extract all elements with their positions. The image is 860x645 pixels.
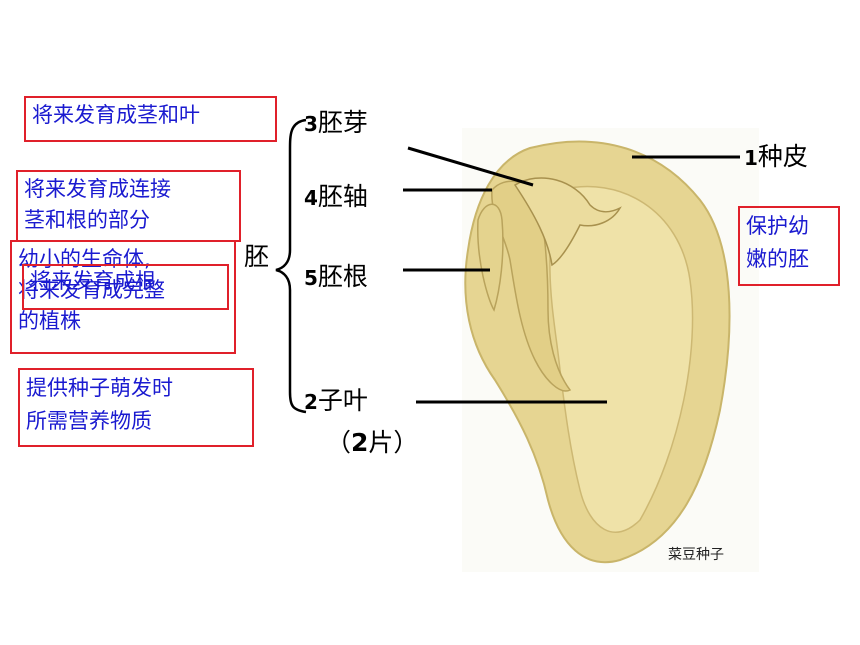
seed-coat-function-box: 保护幼 嫩的胚 (738, 206, 840, 286)
seed-coat-function-line1: 保护幼 (746, 214, 809, 238)
cotyledon-number: 2 (304, 390, 318, 414)
cotyledon-name: 子叶 (317, 386, 368, 415)
cotyledon-shape (549, 185, 694, 533)
seed-coat-name: 种皮 (757, 142, 808, 171)
plumule-function-box: 将来发育成茎和叶 (24, 96, 277, 142)
hypocotyl-label: 4胚轴 (304, 182, 368, 213)
hypocotyl-number: 4 (304, 186, 318, 210)
radicle-function-box: 将来发育成根 (22, 264, 229, 310)
radicle-function-text: 将来发育成根 (30, 269, 156, 293)
plumule-function-text: 将来发育成茎和叶 (32, 103, 200, 127)
cotyledon-function-box: 提供种子萌发时 所需营养物质 (18, 368, 254, 447)
seed-coat-function-line2: 嫩的胚 (746, 247, 809, 271)
photo-caption: 菜豆种子 (668, 547, 724, 563)
seed-coat-number: 1 (744, 146, 758, 170)
hypocotyl-function-line1: 将来发育成连接 (24, 177, 171, 201)
hypocotyl-function-line2: 茎和根的部分 (24, 208, 150, 232)
plumule-name: 胚芽 (317, 108, 368, 137)
embryo-function-box: 幼小的生命体, 将来发育成完整 的植株 (10, 240, 236, 354)
radicle-name: 胚根 (317, 262, 368, 291)
cotyledon-function-line1: 提供种子萌发时 (26, 376, 173, 400)
radicle-number: 5 (304, 266, 318, 290)
cotyledon-count-number: 2 (351, 428, 369, 457)
plumule-number: 3 (304, 112, 318, 136)
cotyledon-count-open: （ (326, 428, 352, 457)
cotyledon-label: 2子叶 (304, 386, 368, 417)
radicle-label: 5胚根 (304, 262, 368, 293)
radicle-shape (477, 203, 504, 312)
plumule-label: 3胚芽 (304, 108, 368, 139)
embryo-label: 胚 (244, 242, 270, 271)
plumule-pointer (407, 146, 534, 187)
cotyledon-count: （2片） (326, 428, 418, 458)
embryo-brace (275, 118, 307, 414)
cotyledon-count-close: 片） (368, 428, 419, 457)
embryo-function-line2: 将来发育成完整 (18, 278, 165, 302)
seed-coat-label: 1种皮 (744, 142, 808, 173)
embryo-function-line3: 的植株 (18, 309, 81, 333)
cotyledon-function-line2: 所需营养物质 (26, 409, 152, 433)
hypocotyl-name: 胚轴 (317, 182, 368, 211)
hypocotyl-function-box: 将来发育成连接 茎和根的部分 (16, 170, 241, 242)
embryo-function-line1: 幼小的生命体, (18, 247, 151, 271)
plumule-shape (513, 177, 622, 267)
